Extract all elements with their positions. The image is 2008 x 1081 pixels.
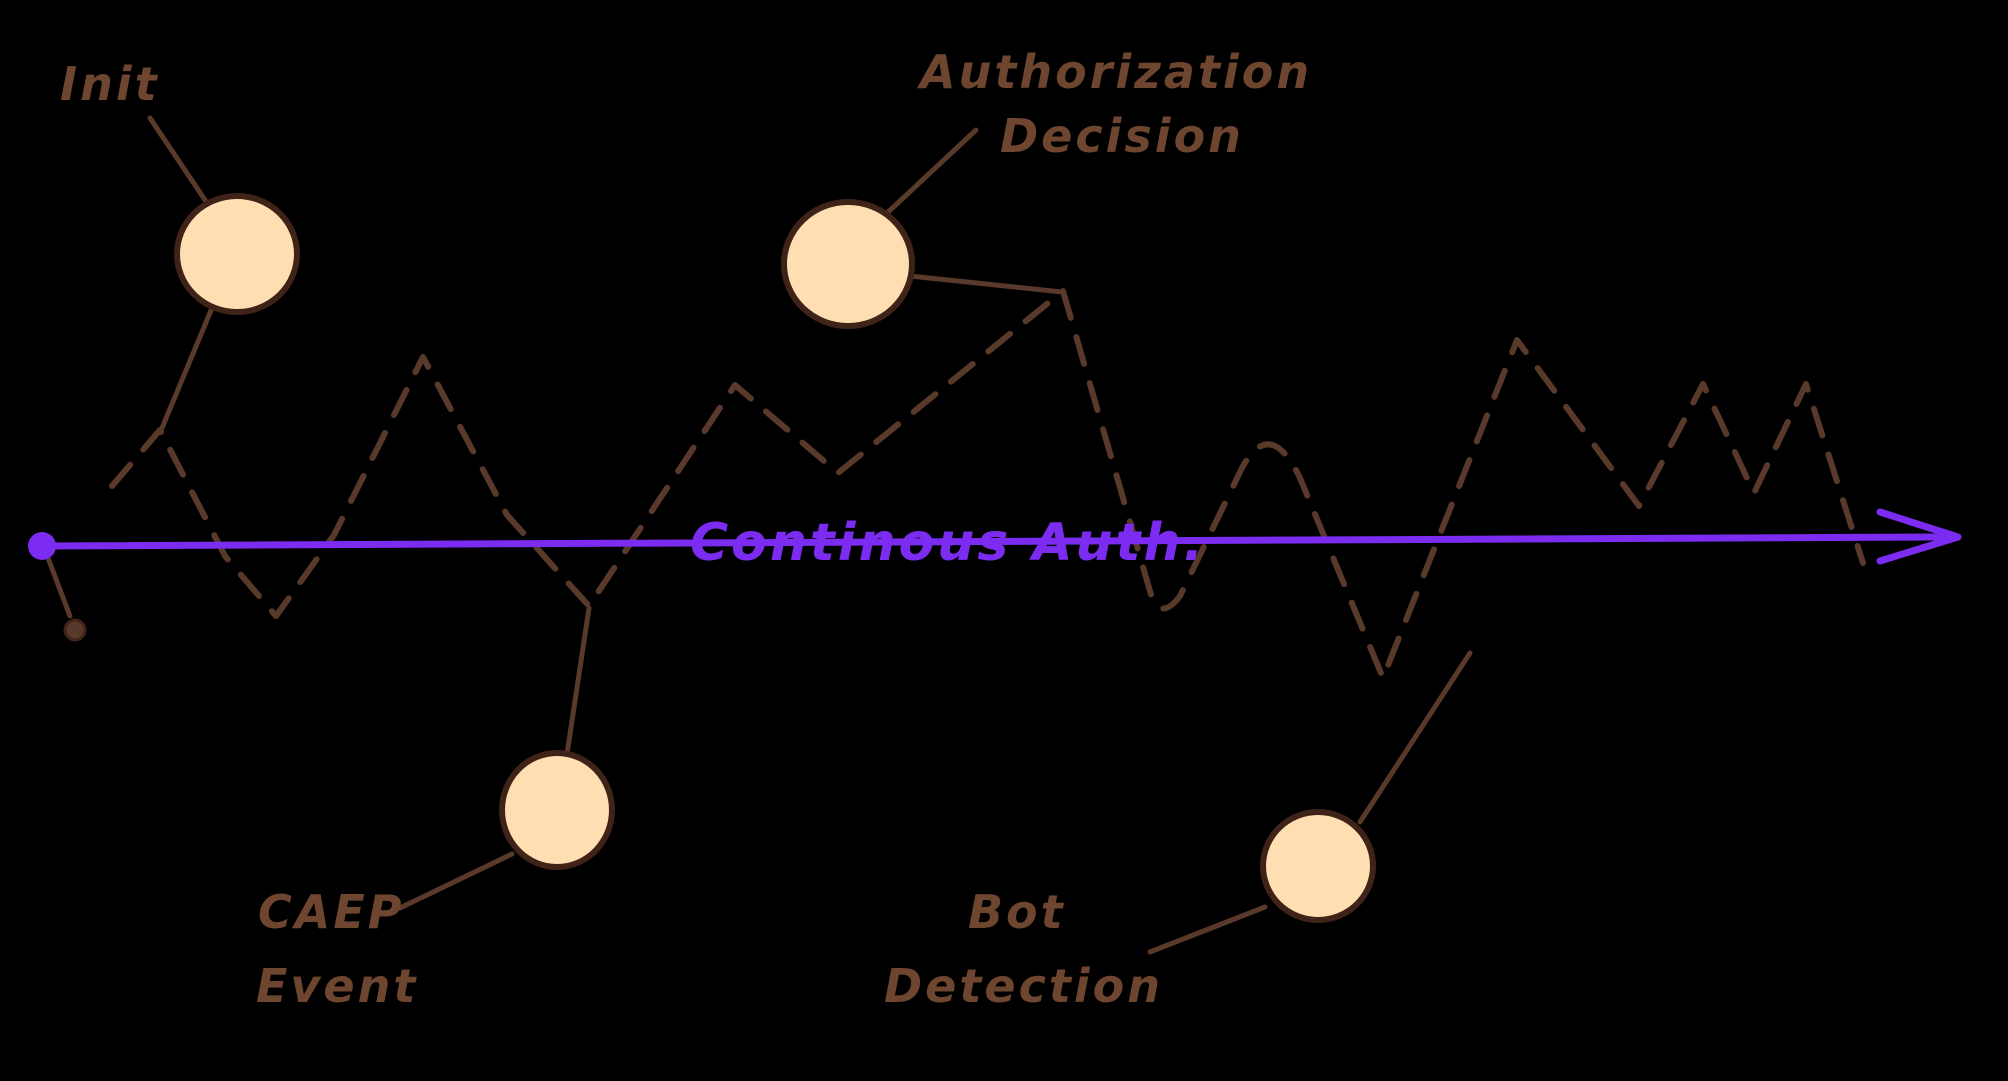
init-label-connector — [147, 115, 208, 203]
init-node-to-signal-connector — [159, 305, 215, 431]
risk-signal-dashed-line — [109, 288, 1866, 681]
init-label: Init — [60, 57, 160, 111]
bot-label-line1: Bot — [968, 885, 1066, 939]
authorization-label-connector — [883, 127, 979, 217]
caep-node-to-signal-connector — [564, 605, 592, 757]
caep-event-node — [499, 750, 615, 870]
caep-label-line1: CAEP — [258, 885, 405, 939]
authorization-node-to-signal-connector — [907, 273, 1065, 295]
bot-label-connector — [1147, 904, 1268, 955]
caep-label-line2: Event — [256, 959, 418, 1013]
signal-start-dot — [63, 618, 87, 642]
authorization-label-line1: Authorization — [917, 45, 1312, 99]
timeline-start-dot — [28, 532, 56, 560]
timeline-arrowhead-icon — [1876, 508, 1962, 565]
authorization-label-line2: Decision — [1000, 109, 1244, 163]
bot-detection-node — [1260, 809, 1376, 923]
start-dot-tail — [45, 555, 73, 619]
bot-node-to-signal-connector — [1357, 650, 1473, 825]
caep-label-connector — [397, 851, 515, 911]
init-node — [174, 193, 300, 315]
timeline-arrow-shaft — [38, 533, 1946, 550]
authorization-decision-node — [781, 199, 915, 329]
bot-label-line2: Detection — [884, 959, 1163, 1013]
timeline-label: Continous Auth. — [690, 513, 1206, 573]
